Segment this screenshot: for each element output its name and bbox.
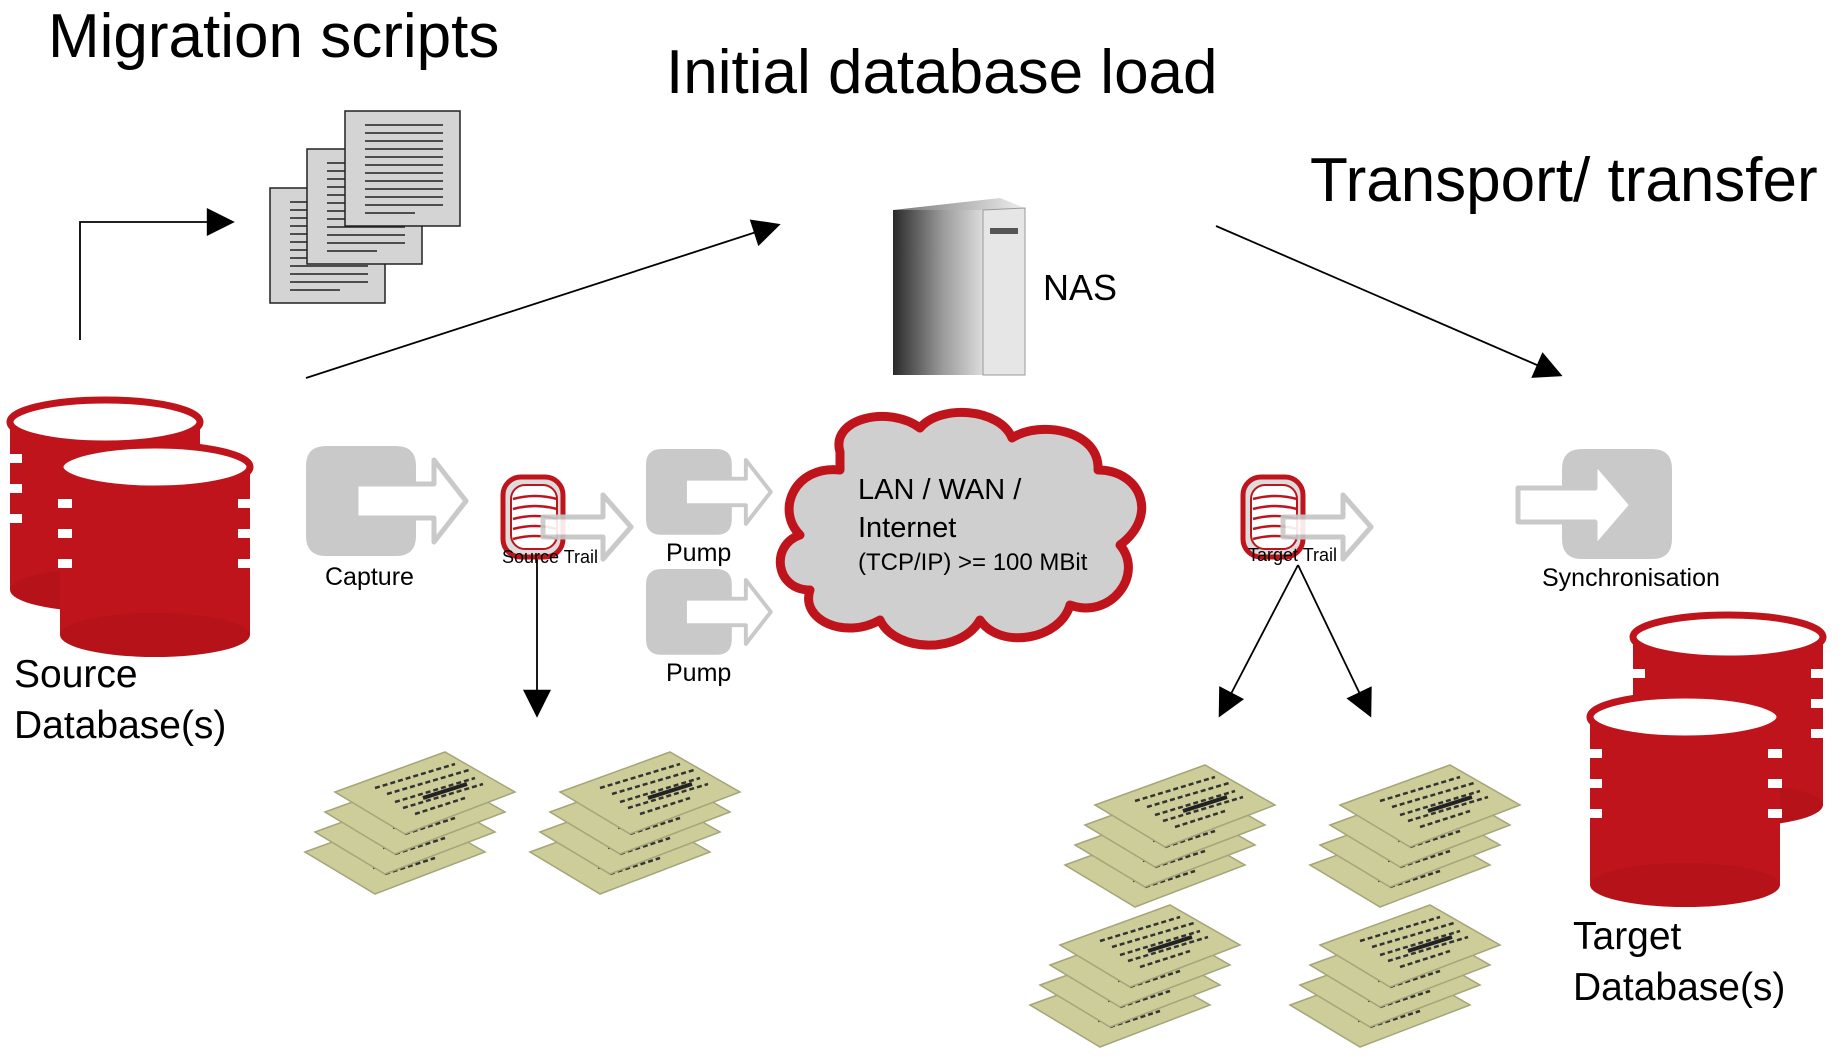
nas-server-icon — [893, 198, 1026, 376]
source-trail-files — [305, 752, 740, 894]
source-database-label: Source Database(s) — [14, 650, 226, 751]
arrow-to-scripts — [79, 208, 235, 340]
arrow-target-trail-left — [1218, 564, 1299, 718]
arrow-target-trail-right — [1297, 564, 1372, 718]
network-line-3: (TCP/IP) >= 100 MBit — [858, 549, 1088, 577]
heading-initial-load: Initial database load — [666, 38, 1218, 107]
heading-migration-scripts: Migration scripts — [48, 2, 500, 71]
network-line-2: Internet — [858, 511, 957, 544]
heading-transport: Transport/ transfer — [1310, 146, 1818, 215]
source-database-line-2: Database(s) — [14, 703, 227, 747]
pump-icon-2 — [644, 567, 773, 657]
connectors — [79, 208, 1563, 718]
source-database-line-1: Source — [14, 653, 138, 696]
target-database-icon — [1588, 615, 1825, 907]
migration-scripts-icon — [269, 110, 461, 304]
synchronisation-icon — [1515, 449, 1672, 559]
target-trail-files — [1030, 765, 1520, 1047]
arrow-to-nas — [305, 219, 781, 379]
nas-label: NAS — [1043, 267, 1118, 308]
pump-icon — [644, 447, 773, 537]
pump-label: Pump — [666, 539, 732, 567]
network-line-1: LAN / WAN / — [858, 474, 1022, 506]
arrow-to-target — [1215, 225, 1563, 378]
target-database-line-2: Database(s) — [1573, 965, 1786, 1009]
synchronisation-label: Synchronisation — [1542, 564, 1720, 592]
target-database-line-1: Target — [1573, 915, 1682, 958]
target-database-label: Target Database(s) — [1573, 912, 1785, 1013]
capture-icon — [306, 446, 466, 556]
source-trail-label: Source Trail — [502, 547, 599, 567]
target-trail-label: Target Trail — [1248, 545, 1338, 565]
network-cloud-icon — [775, 407, 1146, 650]
pump-label-2: Pump — [666, 659, 732, 687]
capture-label: Capture — [325, 563, 414, 591]
network-label: LAN / WAN / Internet (TCP/IP) >= 100 MBi… — [858, 472, 1087, 579]
source-database-icon — [8, 400, 252, 657]
